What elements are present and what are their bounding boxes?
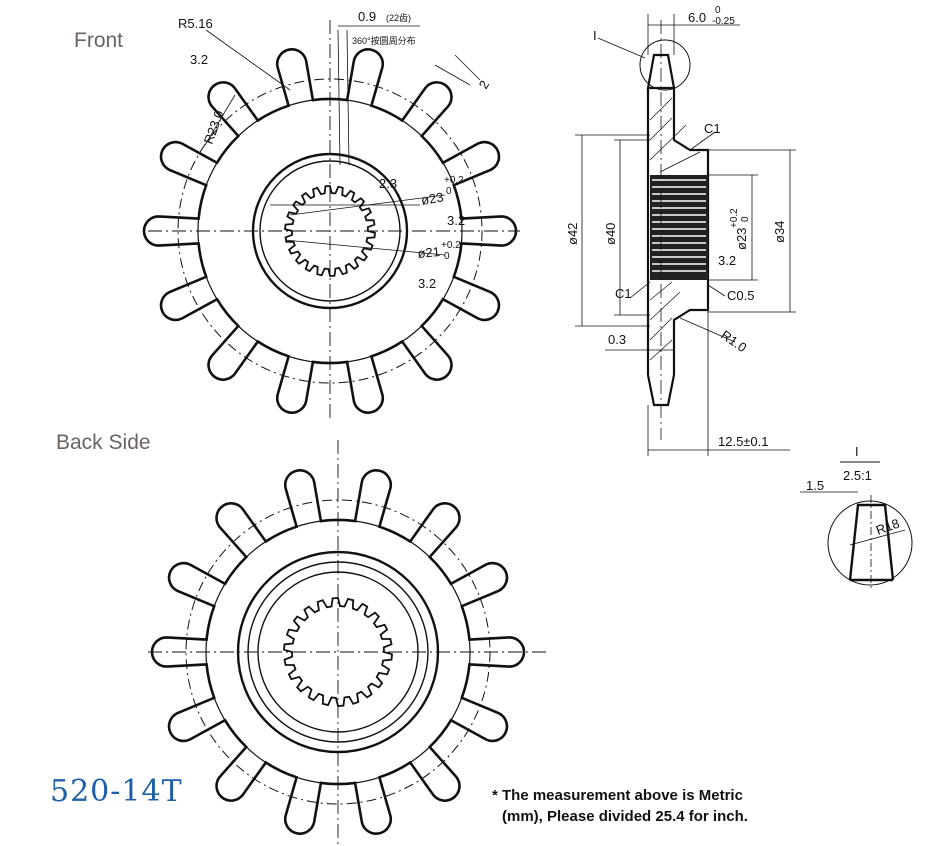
dim-r5-16: R5.16 (178, 16, 213, 31)
dim-bore-21: ø21 (417, 244, 441, 261)
side-tooth-top (646, 53, 676, 90)
dim-bore-21-plus: +0.2 (441, 240, 461, 251)
side-leader-c1-top (689, 131, 716, 151)
part-number: 520-14T (50, 774, 183, 809)
dim-detail-ref: I (855, 444, 859, 459)
back-view-label: Back Side (56, 431, 151, 454)
front-leader-6 (346, 29, 350, 166)
side-view (575, 14, 796, 456)
dim-r23: R23.0 (201, 108, 227, 146)
dim-surface-2: 3.2 (447, 213, 465, 228)
metric-note-line-2: (mm), Please divided 25.4 for inch. (502, 808, 748, 825)
dim-spline-count: (22齿) (386, 13, 411, 23)
dim-surface-3: 3.2 (418, 276, 436, 291)
dim-surface-1: 3.2 (190, 52, 208, 67)
dim-bore-21-zero: 0 (444, 251, 450, 262)
dim-chamfer-2: 2 (476, 78, 493, 92)
dim-detail-ref-side: I (593, 28, 597, 43)
side-leader-detail (597, 37, 646, 59)
front-leader-2 (289, 194, 446, 216)
dim-surface-4: 3.2 (718, 253, 736, 268)
front-view (142, 20, 520, 420)
dim-thickness-tol-top: 0 (715, 5, 721, 16)
metric-note-line-1: * The measurement above is Metric (492, 787, 743, 804)
dim-spline-note: 360°按圆周分布 (352, 35, 416, 46)
side-leader-c05 (707, 284, 726, 297)
dim-c0-5: C0.5 (727, 288, 754, 303)
front-leader-5 (337, 29, 341, 166)
front-leader-3 (284, 239, 446, 256)
side-leader-r1 (679, 317, 736, 343)
detail-circle (827, 500, 913, 586)
dim-bore-23-zero: 0 (446, 186, 452, 197)
dim-detail-1-5: 1.5 (806, 478, 824, 493)
front-leader-4 (205, 29, 291, 91)
dim-key-2-3: 2.3 (379, 176, 397, 191)
dim-thickness: 6.0 (688, 10, 706, 25)
dim-d40: ø40 (603, 223, 618, 245)
dim-d34: ø34 (772, 221, 787, 243)
dim-r1-0: R1.0 (718, 327, 749, 355)
metric-note: * The measurement above is Metric (mm), … (492, 785, 748, 827)
detail-leader-r18 (849, 529, 906, 546)
dim-spline-width: 0.9 (358, 9, 376, 24)
dim-bore-23: ø23 (420, 189, 445, 208)
dim-d23: ø23 (734, 228, 749, 250)
detail-tooth (848, 503, 895, 581)
dimension-labels: R5.16 3.2 R23.0 0.9 (22齿) 360°按圆周分布 2 2.… (178, 5, 901, 538)
dim-c1-bottom: C1 (615, 286, 632, 301)
dim-d23-zero: 0 (740, 216, 751, 222)
dim-detail-scale: 2.5:1 (843, 468, 872, 483)
detail-view (800, 461, 913, 590)
dim-0-3: 0.3 (608, 332, 626, 347)
side-spline-region (650, 175, 708, 280)
dim-c1-top: C1 (704, 121, 721, 136)
dim-d23-plus: +0.2 (729, 208, 740, 228)
dim-detail-r18: R18 (874, 516, 902, 538)
side-detail-circle (639, 39, 691, 91)
front-leader-10 (204, 94, 236, 146)
side-leader-c1-bot (629, 281, 651, 299)
dim-d42: ø42 (565, 223, 580, 245)
dim-width-12-5: 12.5±0.1 (718, 434, 769, 449)
front-leader-9 (454, 54, 481, 81)
dim-thickness-tol-bottom: -0.25 (712, 16, 735, 27)
back-view (148, 440, 548, 845)
front-view-label: Front (74, 29, 124, 52)
front-leader-8 (434, 64, 471, 86)
dim-bore-23-plus: +0.2 (444, 175, 464, 186)
